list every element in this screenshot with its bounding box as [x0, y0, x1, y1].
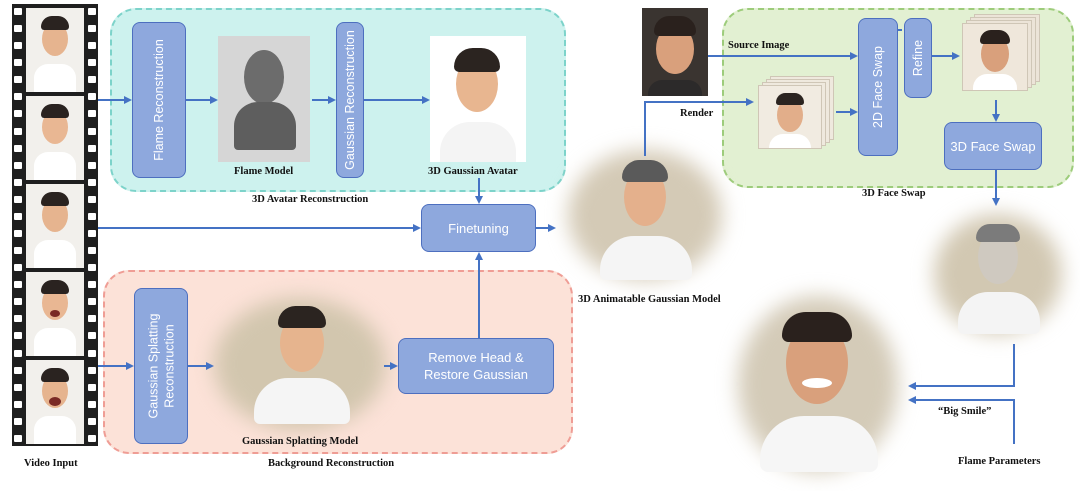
render-label: Render — [680, 108, 714, 119]
remove-head-box: Remove Head & Restore Gaussian — [398, 338, 554, 394]
face-swap-title: 3D Face Swap — [862, 188, 926, 199]
arrow-render-to-frames — [644, 98, 754, 156]
flame-model-image — [218, 36, 310, 162]
video-frame-2 — [26, 96, 84, 180]
arrow-model-to-final — [908, 344, 1015, 390]
gaussian-reconstruction-box: Gaussian Reconstruction — [336, 22, 364, 178]
splatting-model-label: Gaussian Splatting Model — [242, 436, 359, 447]
avatar-reconstruction-title: 3D Avatar Reconstruction — [252, 194, 369, 205]
video-frame-5 — [26, 360, 84, 444]
animatable-model-image — [560, 140, 730, 288]
render-frame-stack — [756, 76, 836, 150]
face-swap-3d-box: 3D Face Swap — [944, 122, 1042, 170]
background-reconstruction-title: Background Reconstruction — [268, 458, 395, 469]
refined-frame-stack — [960, 14, 1040, 94]
source-image — [642, 8, 708, 96]
face-swap-2d-box: 2D Face Swap — [858, 18, 898, 156]
final-smile-image — [732, 286, 904, 482]
swapped-model-image — [928, 206, 1070, 344]
video-frame-4 — [26, 272, 84, 356]
video-input-filmstrip — [12, 4, 98, 446]
gaussian-avatar-image — [430, 36, 526, 162]
flame-parameters-label: Flame Parameters — [958, 456, 1041, 467]
video-frame-1 — [26, 8, 84, 92]
flame-model-label: Flame Model — [234, 166, 294, 177]
flame-reconstruction-box: Flame Reconstruction — [132, 22, 186, 178]
big-smile-label: “Big Smile” — [938, 406, 992, 417]
splatting-model-image — [206, 288, 396, 438]
video-frame-3 — [26, 184, 84, 268]
video-input-label: Video Input — [24, 458, 78, 469]
refine-box: Refine — [904, 18, 932, 98]
arrow-parameters-to-final — [908, 396, 1015, 444]
source-image-label: Source Image — [728, 40, 790, 51]
animatable-model-label: 3D Animatable Gaussian Model — [578, 294, 721, 305]
finetuning-box: Finetuning — [421, 204, 536, 252]
gaussian-avatar-label: 3D Gaussian Avatar — [428, 166, 518, 177]
